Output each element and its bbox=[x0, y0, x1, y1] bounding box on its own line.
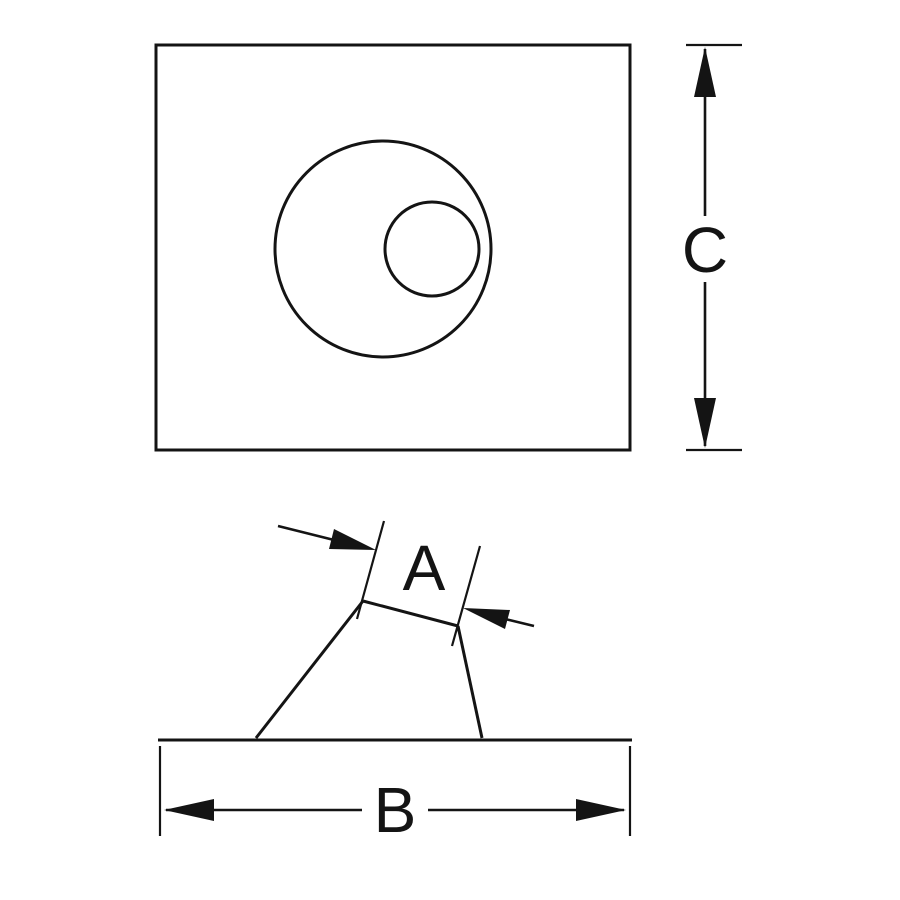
dim-a-arrow-left-icon bbox=[463, 608, 510, 629]
dim-b-arrow-left-icon bbox=[164, 799, 214, 821]
dim-a-label: A bbox=[403, 532, 446, 604]
dim-b-label: B bbox=[374, 774, 417, 846]
dimension-a: A bbox=[277, 520, 535, 647]
dim-a-arrow-right-icon bbox=[329, 529, 376, 550]
pipe-opening-circle bbox=[383, 200, 481, 298]
base-plate-outline bbox=[154, 43, 632, 452]
cone-right-slope-line bbox=[456, 625, 484, 739]
dim-a-left-extension-line bbox=[355, 520, 386, 620]
dimension-b: B bbox=[158, 746, 632, 846]
dim-c-arrow-up-icon bbox=[694, 47, 716, 97]
dim-c-label: C bbox=[682, 214, 728, 286]
cone-left-slope-line bbox=[254, 600, 365, 739]
dim-c-arrow-down-icon bbox=[694, 398, 716, 448]
dimension-c: C bbox=[682, 43, 742, 452]
collar-outer-circle bbox=[273, 139, 493, 359]
dim-a-left-leader-line bbox=[277, 524, 335, 542]
dim-a-right-leader-line bbox=[504, 617, 535, 628]
cone-top-edge-line bbox=[362, 599, 459, 628]
dim-a-right-extension-line bbox=[450, 545, 482, 647]
side-profile-view bbox=[158, 599, 632, 742]
top-view bbox=[154, 43, 632, 452]
dim-b-arrow-right-icon bbox=[576, 799, 626, 821]
